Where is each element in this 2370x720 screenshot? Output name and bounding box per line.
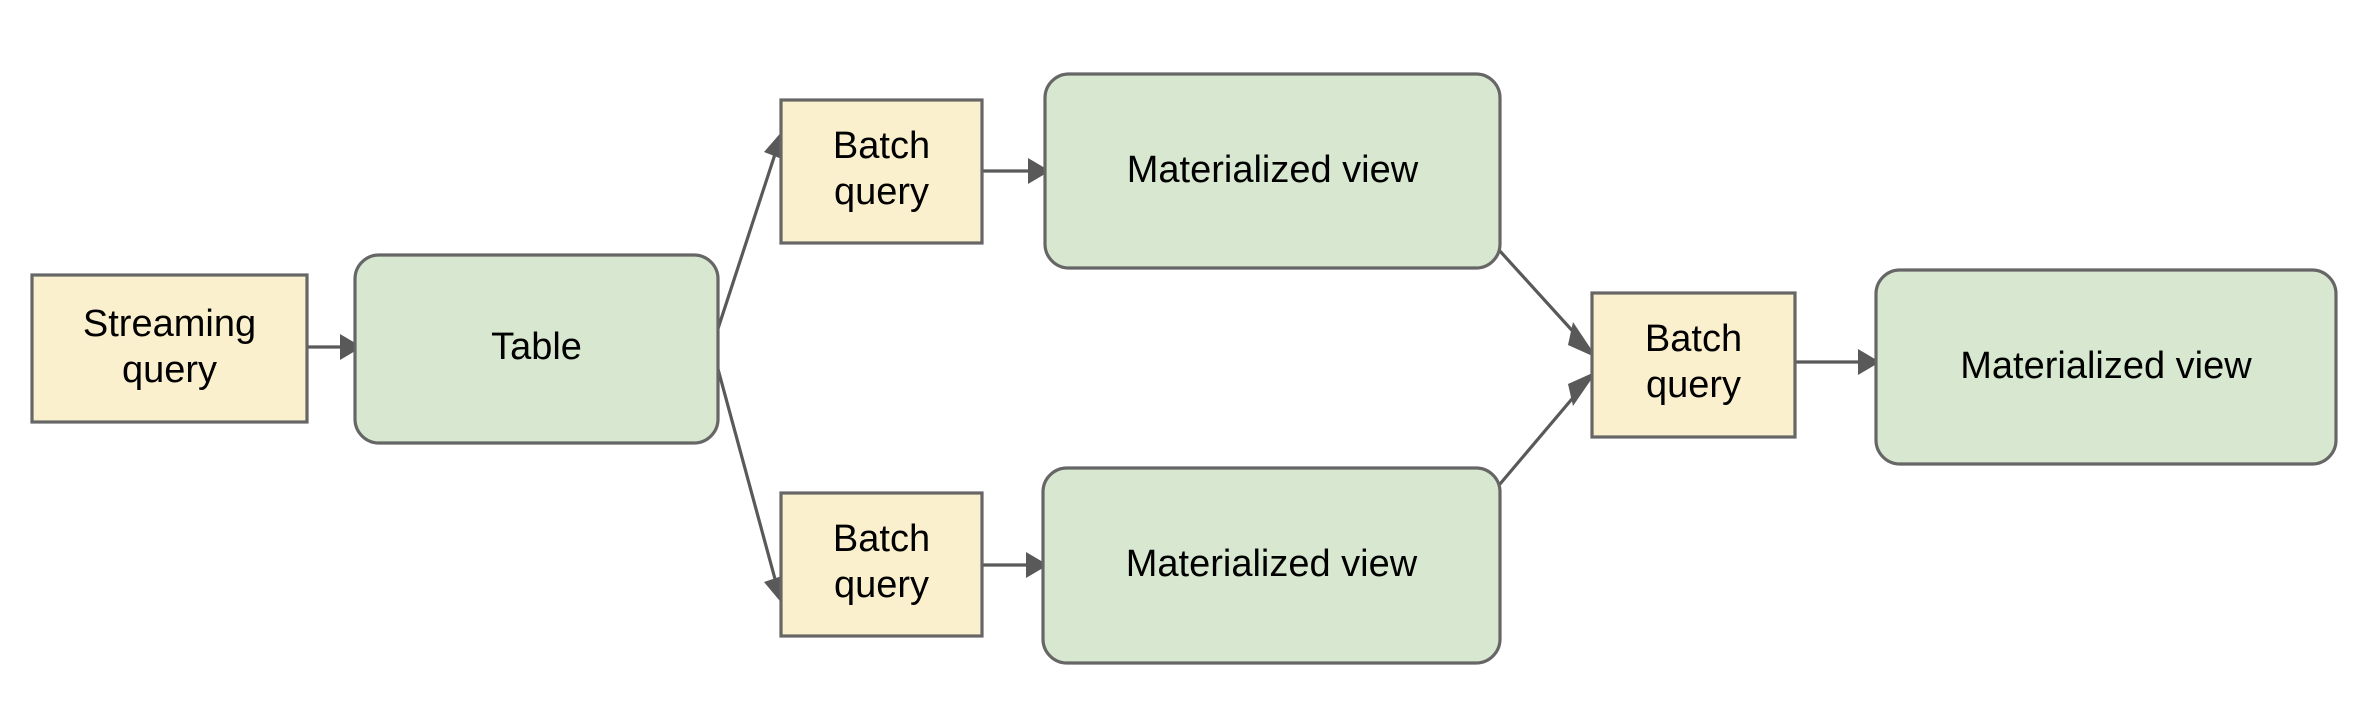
arrowhead-icon [1858,349,1880,375]
arrowhead-icon [764,576,784,606]
node-streaming-query-shape[interactable] [30,273,309,424]
arrowhead-icon [340,334,362,360]
node-materialized-view-final[interactable]: Materialized view [1874,268,2338,466]
edge-table-to-batch-query-bottom [710,346,784,606]
edge-table-to-batch-query-top [710,129,784,348]
node-batch-query-bottom-label-line-1: Batch [833,518,930,560]
arrowhead-icon [764,129,784,159]
node-batch-query-join-label-line-2: query [1646,364,1741,406]
node-materialized-view-top-label: Materialized view [1127,149,1419,191]
node-table-label: Table [491,326,582,368]
node-batch-query-top-label-line-2: query [834,171,929,213]
node-materialized-view-bottom-shape[interactable] [1041,466,1502,665]
node-materialized-view-top[interactable]: Materialized view [1043,72,1502,270]
arrowhead-icon [1026,552,1048,578]
edge-line [710,144,780,348]
node-batch-query-top[interactable]: Batch query [779,98,984,245]
node-materialized-view-bottom-label: Materialized view [1126,543,1418,585]
node-batch-query-bottom-label-line-2: query [834,564,929,606]
node-table-shape[interactable] [353,253,720,445]
node-batch-query-join[interactable]: Batch query [1590,291,1797,439]
edge-line [1487,378,1590,499]
edge-batch-query-bottom-to-materialized-view-bottom [982,552,1048,578]
arrowhead-icon [1568,371,1597,406]
node-batch-query-bottom-shape[interactable] [779,491,984,638]
node-table[interactable]: Table [353,253,720,445]
node-materialized-view-top-shape[interactable] [1043,72,1502,270]
edge-batch-query-top-to-materialized-view-top [982,158,1050,184]
edge-streaming-query-to-table [307,334,362,360]
node-streaming-query-label-line-2: query [122,349,217,391]
edge-line [710,346,780,591]
node-batch-query-top-shape[interactable] [779,98,984,245]
node-materialized-view-final-shape[interactable] [1874,268,2338,466]
node-batch-query-bottom[interactable]: Batch query [779,491,984,638]
node-materialized-view-bottom[interactable]: Materialized view [1041,466,1502,665]
node-streaming-query[interactable]: Streaming query [30,273,309,424]
node-streaming-query-label-line-1: Streaming [83,303,256,345]
edge-materialized-view-top-to-batch-query-join [1487,237,1597,358]
node-batch-query-join-label-line-1: Batch [1645,318,1742,360]
node-materialized-view-final-label: Materialized view [1960,345,2252,387]
node-batch-query-join-shape[interactable] [1590,291,1797,439]
edge-batch-query-join-to-materialized-view-final [1795,349,1880,375]
edge-materialized-view-bottom-to-batch-query-join [1487,371,1597,499]
arrowhead-icon [1568,322,1597,358]
arrowhead-icon [1028,158,1050,184]
node-batch-query-top-label-line-1: Batch [833,125,930,167]
